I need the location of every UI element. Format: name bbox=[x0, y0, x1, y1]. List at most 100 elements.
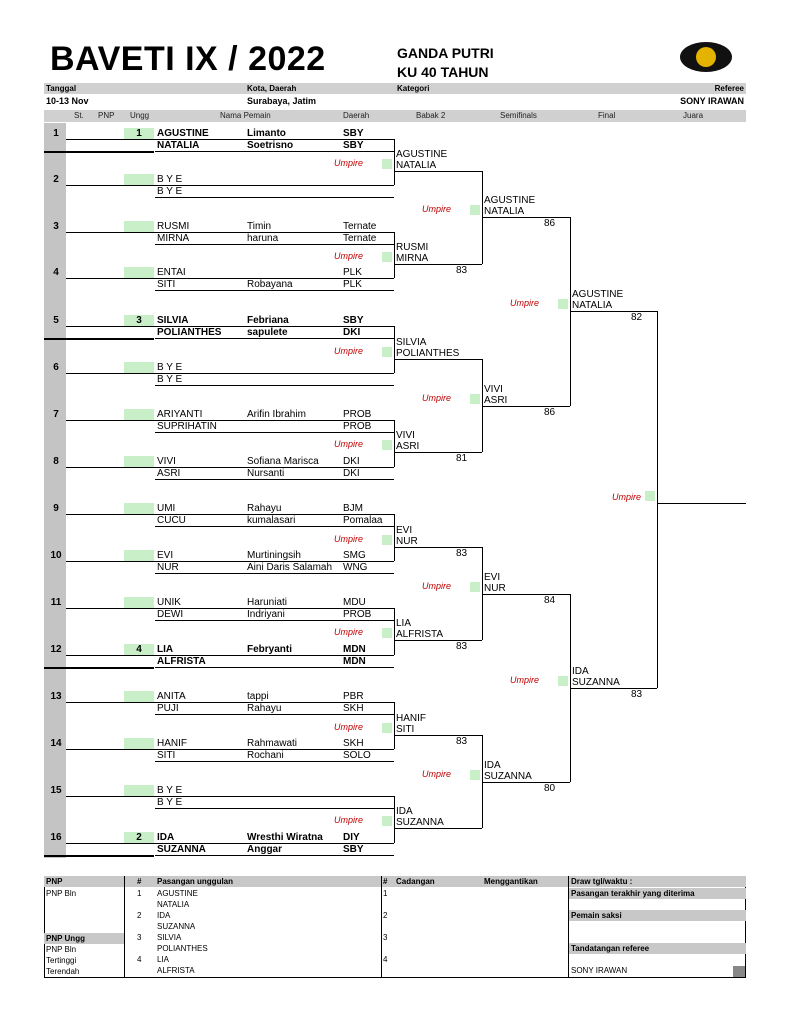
col-babak2: Babak 2 bbox=[416, 111, 446, 120]
legend-seed-player: LIA bbox=[157, 955, 170, 964]
umpire-box[interactable] bbox=[382, 816, 392, 826]
partner-region: SKH bbox=[343, 703, 364, 714]
seed-number: 3 bbox=[136, 315, 142, 326]
bracket-connector bbox=[482, 735, 483, 828]
partner-line bbox=[155, 620, 394, 621]
partner-first-name: B Y E bbox=[157, 374, 183, 385]
winner-name: SILVIA bbox=[396, 337, 427, 348]
bracket-connector bbox=[394, 796, 395, 843]
legend-pnp-bln-2: PNP Bln bbox=[46, 945, 77, 954]
winner-line bbox=[482, 406, 570, 407]
player-region: PBR bbox=[343, 691, 364, 702]
umpire-box[interactable] bbox=[645, 491, 655, 501]
slot-number: 7 bbox=[53, 409, 59, 420]
match-score: 83 bbox=[456, 641, 468, 652]
partner-last-name: Indriyani bbox=[247, 609, 285, 620]
legend-last-pair-band bbox=[569, 888, 746, 899]
slot-number: 15 bbox=[50, 785, 62, 796]
match-line bbox=[66, 420, 394, 421]
winner-partner-name: NATALIA bbox=[572, 300, 613, 311]
partner-last-name: haruna bbox=[247, 233, 279, 244]
player-region: PLK bbox=[343, 267, 362, 278]
partner-first-name: B Y E bbox=[157, 797, 183, 808]
partner-first-name: PUJI bbox=[157, 703, 179, 714]
player-last-name: Rahmawati bbox=[247, 738, 298, 749]
match-line bbox=[66, 561, 394, 562]
umpire-box[interactable] bbox=[558, 676, 568, 686]
legend-terendah: Terendah bbox=[46, 967, 80, 976]
partner-region: DKI bbox=[343, 468, 360, 479]
seed-cell bbox=[124, 503, 154, 514]
player-region: SBY bbox=[343, 315, 364, 326]
umpire-box[interactable] bbox=[558, 299, 568, 309]
player-last-name: Febryanti bbox=[247, 644, 293, 655]
winner-line bbox=[570, 311, 657, 312]
champion-line bbox=[657, 503, 746, 504]
partner-line bbox=[155, 573, 394, 574]
partner-last-name: Rahayu bbox=[247, 703, 282, 714]
umpire-box[interactable] bbox=[470, 394, 480, 404]
slot-number: 5 bbox=[53, 315, 59, 326]
event-name: GANDA PUTRI bbox=[397, 45, 494, 61]
slot-number: 8 bbox=[53, 456, 59, 467]
umpire-box[interactable] bbox=[382, 535, 392, 545]
partner-region: Ternate bbox=[343, 233, 377, 244]
umpire-box[interactable] bbox=[470, 582, 480, 592]
bracket-connector bbox=[394, 232, 395, 278]
umpire-box[interactable] bbox=[382, 159, 392, 169]
winner-name: AGUSTINE bbox=[396, 149, 448, 160]
umpire-label: Umpire bbox=[334, 534, 364, 544]
winner-line bbox=[482, 594, 570, 595]
match-line bbox=[66, 232, 394, 233]
winner-name: HANIF bbox=[396, 713, 426, 724]
partner-line bbox=[155, 714, 394, 715]
legend-reserve-number: 3 bbox=[383, 933, 388, 942]
player-region: SKH bbox=[343, 738, 364, 749]
player-first-name: B Y E bbox=[157, 174, 183, 185]
seed-separator bbox=[44, 151, 154, 153]
legend-reserve-number: 4 bbox=[383, 955, 388, 964]
umpire-label: Umpire bbox=[510, 675, 540, 685]
seed-cell bbox=[124, 738, 154, 749]
umpire-box[interactable] bbox=[470, 205, 480, 215]
col-st: St. bbox=[74, 111, 84, 120]
umpire-box[interactable] bbox=[382, 628, 392, 638]
umpire-box[interactable] bbox=[382, 723, 392, 733]
player-first-name: VIVI bbox=[157, 456, 176, 467]
slot-number: 13 bbox=[50, 691, 62, 702]
legend-reserve-hash: # bbox=[383, 877, 388, 886]
umpire-box[interactable] bbox=[382, 440, 392, 450]
legend-cadangan-header: Cadangan bbox=[396, 877, 435, 886]
partner-line bbox=[155, 808, 394, 809]
match-line bbox=[66, 514, 394, 515]
partner-region: PROB bbox=[343, 421, 372, 432]
col-nama: Nama Pemain bbox=[220, 111, 271, 120]
umpire-box[interactable] bbox=[470, 770, 480, 780]
match-line bbox=[66, 467, 394, 468]
slot-number-column bbox=[44, 123, 66, 858]
partner-line bbox=[155, 667, 394, 668]
partner-first-name: SITI bbox=[157, 750, 176, 761]
seed-cell bbox=[124, 644, 154, 655]
winner-line bbox=[394, 828, 482, 829]
umpire-box[interactable] bbox=[382, 252, 392, 262]
match-line bbox=[66, 655, 394, 656]
match-line bbox=[66, 749, 394, 750]
umpire-box[interactable] bbox=[382, 347, 392, 357]
player-first-name: EVI bbox=[157, 550, 174, 561]
legend-divider bbox=[124, 876, 125, 978]
legend-seed-number: 3 bbox=[137, 933, 142, 942]
referee-value: SONY IRAWAN bbox=[680, 96, 744, 106]
umpire-label: Umpire bbox=[612, 492, 642, 502]
player-first-name: ENTAI bbox=[157, 267, 186, 278]
partner-first-name: DEWI bbox=[157, 609, 184, 620]
player-region: Ternate bbox=[343, 221, 377, 232]
partner-line bbox=[155, 432, 394, 433]
bracket-connector bbox=[394, 702, 395, 749]
bracket-connector bbox=[482, 547, 483, 640]
bracket-connector bbox=[657, 311, 658, 688]
player-first-name: HANIF bbox=[157, 738, 187, 749]
winner-name: IDA bbox=[484, 760, 501, 771]
partner-line bbox=[155, 151, 394, 152]
partner-first-name: SITI bbox=[157, 279, 176, 290]
